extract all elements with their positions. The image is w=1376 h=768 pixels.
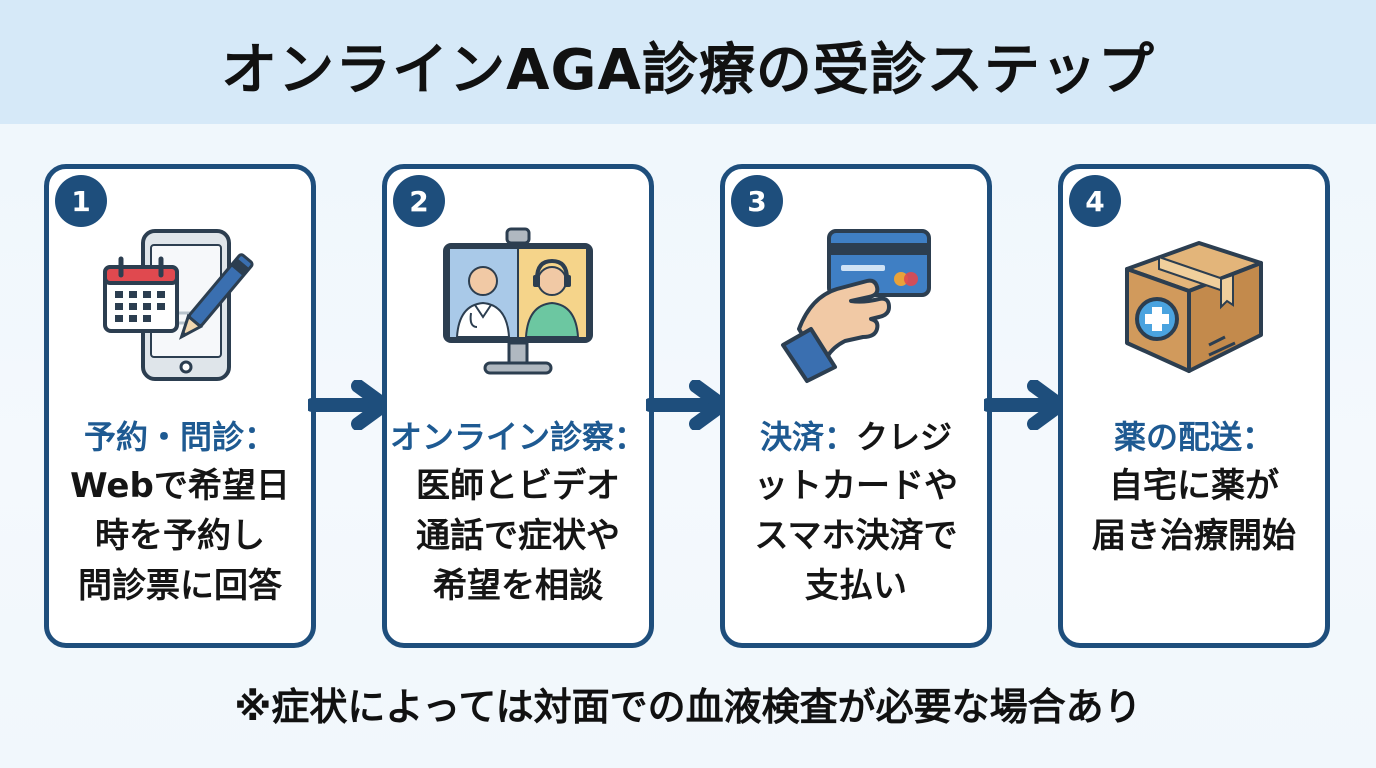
- step-card-1: 1: [44, 164, 316, 648]
- page-title: オンラインAGA診療の受診ステップ: [221, 37, 1155, 103]
- step-number-badge: 3: [731, 175, 783, 227]
- step-title: 薬の配送：: [1113, 418, 1274, 456]
- step-number-badge: 2: [393, 175, 445, 227]
- footnote: ※症状によっては対面での血液検査が必要な場合あり: [234, 685, 1142, 729]
- step-title: 予約・問診：: [83, 418, 276, 456]
- step-title: 決済：クレジ: [759, 418, 953, 456]
- step-number-badge: 4: [1069, 175, 1121, 227]
- video-call-monitor-icon: [433, 217, 603, 387]
- step-card-2: 2 オンライン診察： 医師とビデオ 通話で症状や: [382, 164, 654, 648]
- step-title: オンライン診察：: [389, 418, 646, 456]
- medicine-package-icon: [1109, 217, 1279, 387]
- step-number-badge: 1: [55, 175, 107, 227]
- step-card-4: 4 薬の配送： 自宅に薬が 届き治療開始: [1058, 164, 1330, 648]
- header-banner: オンラインAGA診療の受診ステップ: [0, 0, 1376, 124]
- credit-card-hand-icon: [771, 217, 941, 387]
- step-description: 自宅に薬が 届き治療開始: [1092, 466, 1296, 556]
- smartphone-calendar-pen-icon: [95, 217, 265, 387]
- step-card-3: 3 決済：クレジ ットカードや スマホ決済で 支払い: [720, 164, 992, 648]
- step-description: 医師とビデオ 通話で症状や 希望を相談: [416, 466, 620, 606]
- step-description: Webで希望日 時を予約し 問診票に回答: [70, 466, 290, 606]
- step-description: ットカードや スマホ決済で 支払い: [754, 466, 958, 606]
